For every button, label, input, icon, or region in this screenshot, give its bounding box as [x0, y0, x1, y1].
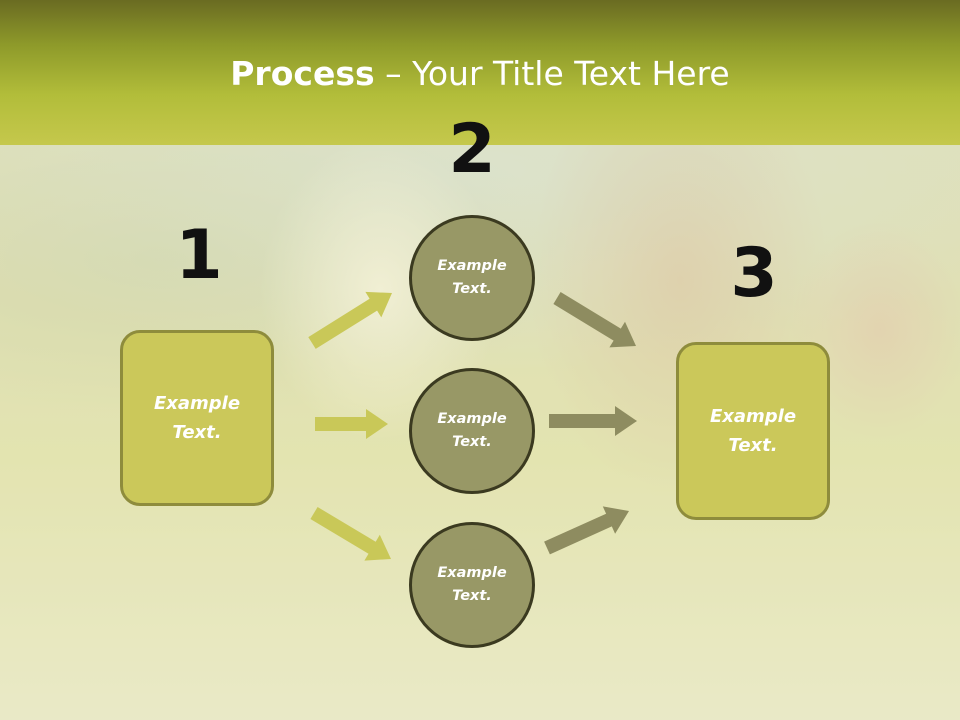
- step-2-circle-top-text: Example Text.: [437, 258, 507, 297]
- title-bold: Process: [230, 54, 375, 93]
- step-2-circle-middle-text: Example Text.: [437, 411, 507, 450]
- arrow-1-to-top: [308, 291, 392, 349]
- arrow-middle-to-3: [549, 406, 637, 436]
- step-3-text: Example Text.: [709, 406, 797, 456]
- arrow-top-to-3: [553, 292, 636, 348]
- step-1-text: Example Text.: [153, 393, 241, 443]
- step-2-circle-bottom-text: Example Text.: [437, 565, 507, 604]
- step-1-box[interactable]: Example Text.: [120, 330, 274, 506]
- step-number-2: 2: [448, 110, 496, 189]
- step-number-3: 3: [730, 234, 778, 313]
- title-rest: – Your Title Text Here: [374, 54, 730, 93]
- title-band: Process – Your Title Text Here: [0, 0, 960, 145]
- arrow-bottom-to-3: [544, 506, 629, 555]
- arrow-1-to-bottom: [310, 507, 391, 561]
- step-2-circle-bottom[interactable]: Example Text.: [409, 522, 535, 648]
- step-2-circle-top[interactable]: Example Text.: [409, 215, 535, 341]
- slide-title: Process – Your Title Text Here: [0, 52, 960, 96]
- step-3-box[interactable]: Example Text.: [676, 342, 830, 520]
- step-number-1: 1: [175, 216, 223, 295]
- arrow-1-to-middle: [315, 409, 388, 439]
- step-2-circle-middle[interactable]: Example Text.: [409, 368, 535, 494]
